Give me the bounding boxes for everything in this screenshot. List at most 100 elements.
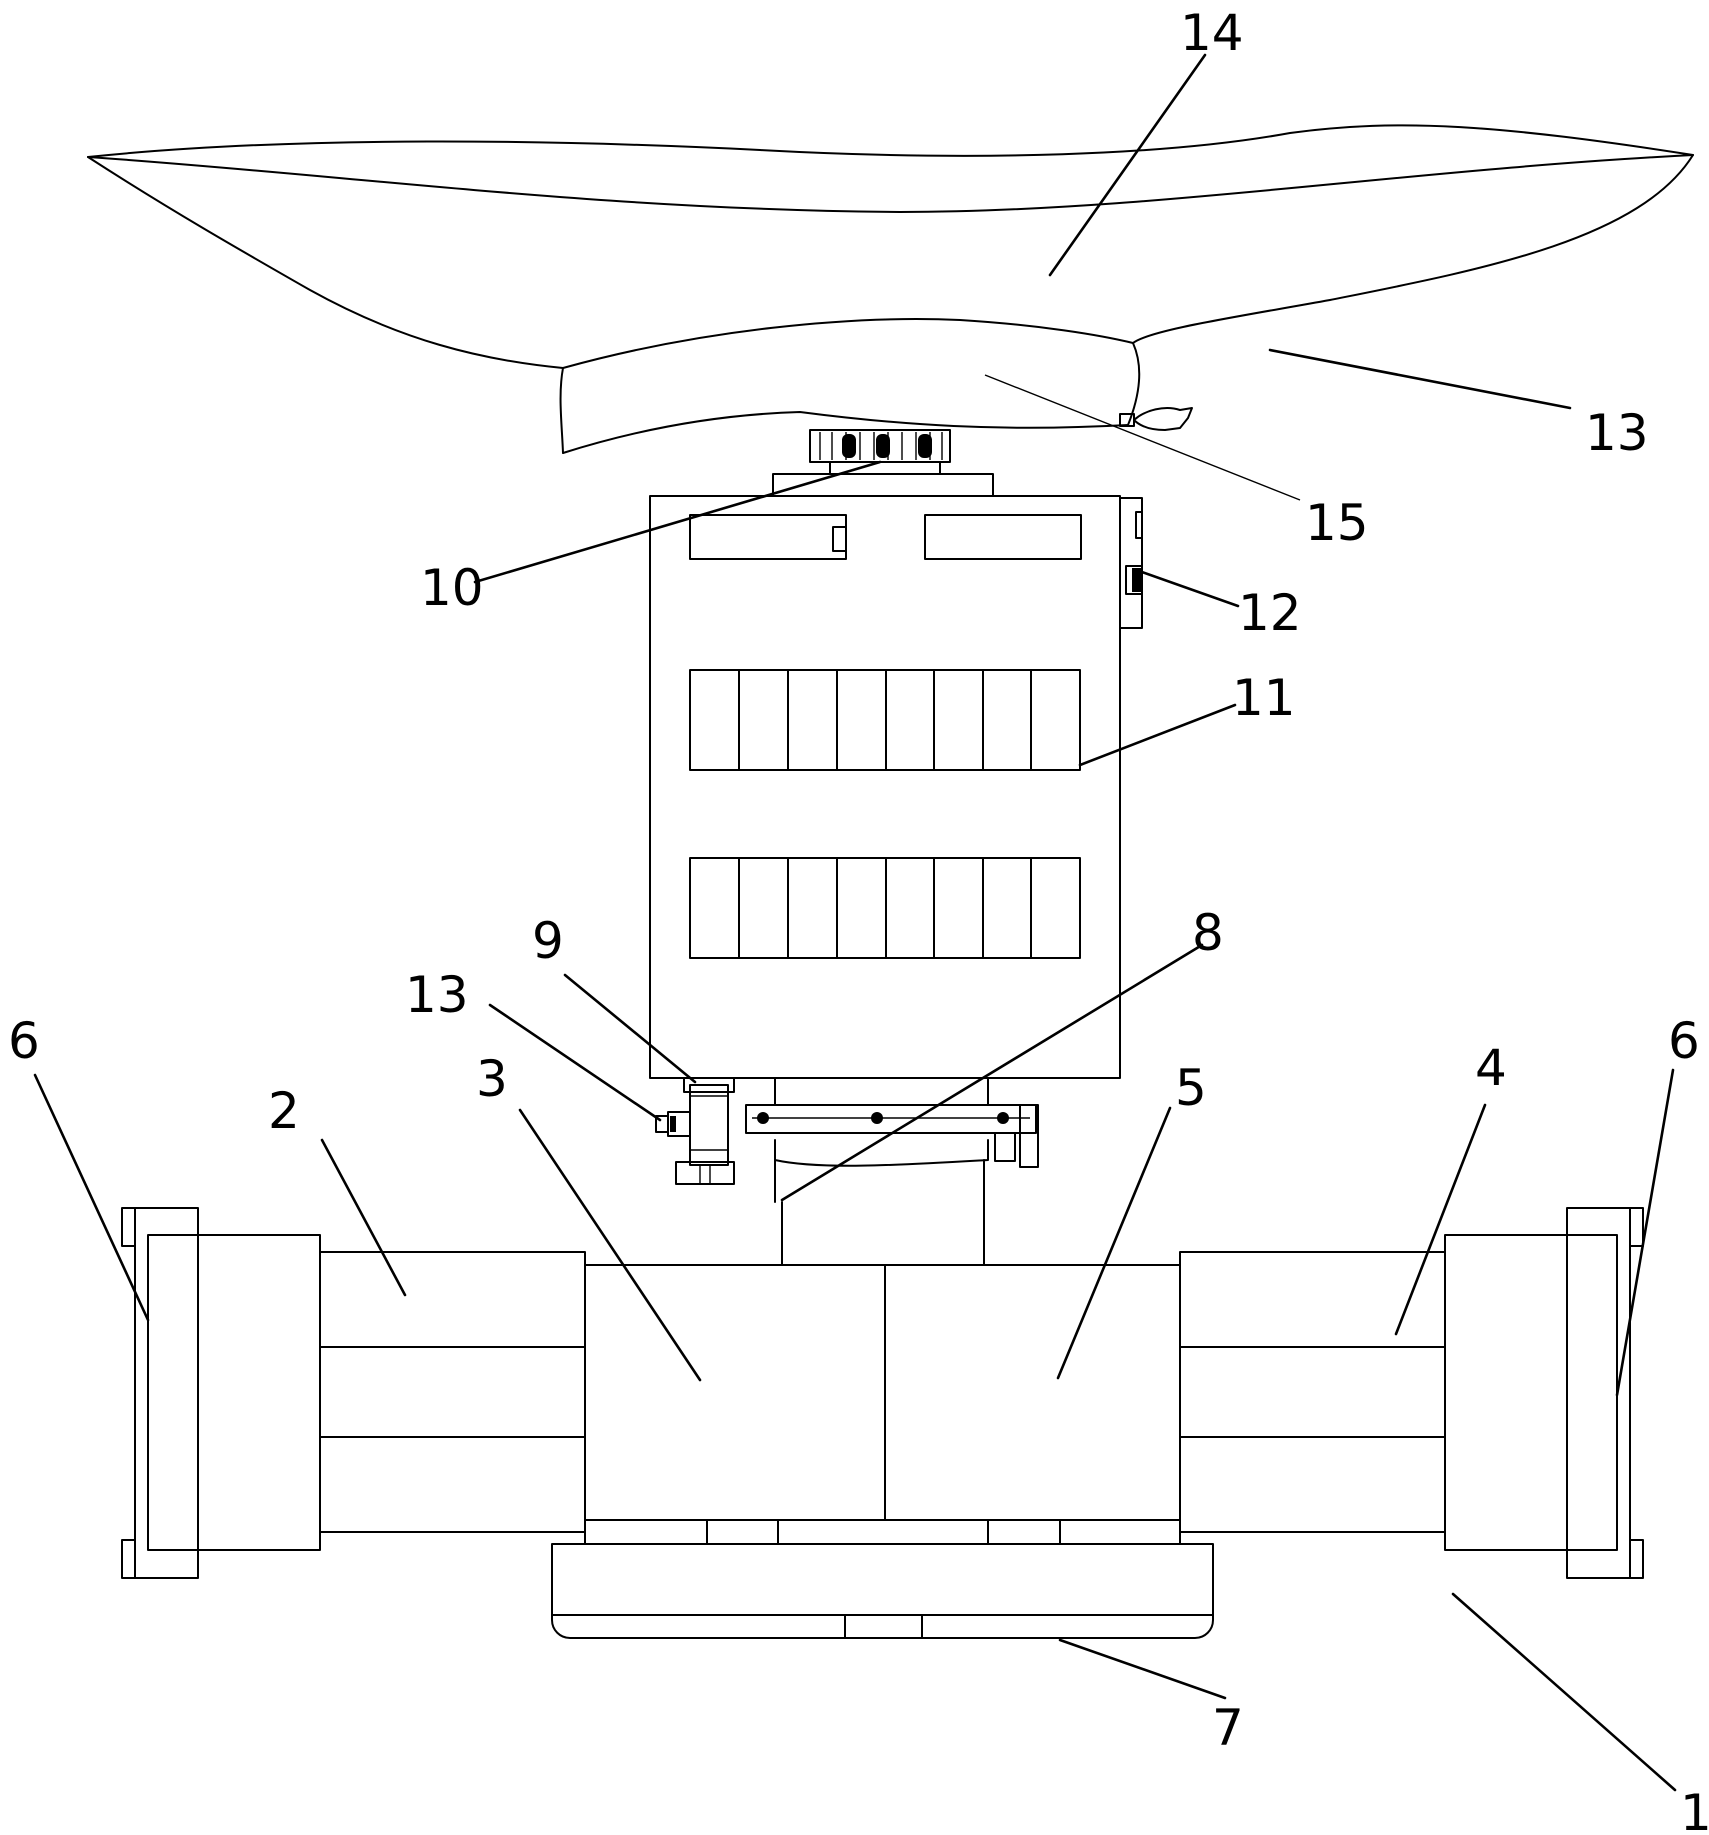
hub-top-edge bbox=[562, 318, 1134, 369]
center-base-strip bbox=[584, 1519, 1181, 1545]
side-indicator bbox=[1135, 511, 1143, 539]
valve-assembly bbox=[655, 1077, 735, 1185]
leader-15 bbox=[984, 374, 1301, 501]
valve-bottom-cap bbox=[675, 1161, 735, 1185]
leader-12 bbox=[1140, 570, 1240, 608]
rotating-connector bbox=[772, 429, 994, 497]
leader-2 bbox=[320, 1138, 407, 1297]
leader-13-bottom bbox=[488, 1003, 662, 1122]
control-box bbox=[649, 495, 1143, 1079]
hub-left-edge bbox=[559, 367, 564, 454]
left-wheel-cap-top bbox=[121, 1207, 136, 1247]
canopy-outline bbox=[87, 124, 1694, 344]
label-12: 12 bbox=[1238, 584, 1302, 642]
leader-10 bbox=[473, 460, 882, 584]
labels: 14 13 15 10 12 11 8 9 13 6 6 2 3 5 4 7 1 bbox=[8, 4, 1709, 1835]
clamp-collar bbox=[774, 1139, 989, 1203]
top-window-left-tab bbox=[832, 526, 847, 552]
leader-lines bbox=[33, 53, 1677, 1792]
hub-right-edge bbox=[1127, 342, 1141, 426]
leader-9 bbox=[563, 973, 697, 1084]
valve-top-cap bbox=[683, 1077, 735, 1093]
right-wheel-cap-top bbox=[1629, 1207, 1644, 1247]
vent-upper bbox=[689, 669, 1081, 771]
track-marks bbox=[844, 1614, 923, 1639]
leader-1 bbox=[1451, 1592, 1677, 1792]
clamp-end bbox=[1019, 1104, 1039, 1168]
label-5: 5 bbox=[1175, 1059, 1207, 1117]
label-3: 3 bbox=[476, 1050, 508, 1108]
left-wheel-ring bbox=[147, 1234, 199, 1551]
leader-14 bbox=[1048, 53, 1207, 277]
valve-side-dark bbox=[670, 1116, 676, 1132]
vent-lower bbox=[689, 857, 1081, 959]
track-plate bbox=[551, 1543, 1214, 1639]
coil-dark-1 bbox=[842, 434, 856, 458]
canopy-lower-edge bbox=[87, 156, 564, 369]
center-body bbox=[584, 1264, 1181, 1521]
coil-dark-2 bbox=[876, 434, 890, 458]
right-arm-lines bbox=[1179, 1346, 1446, 1438]
stem-upper bbox=[774, 1077, 989, 1106]
label-6-left: 6 bbox=[8, 1012, 40, 1070]
right-wheel-ring bbox=[1566, 1234, 1618, 1551]
stem-and-clamp bbox=[745, 1077, 1039, 1266]
valve-threads bbox=[690, 1095, 728, 1184]
left-arm bbox=[319, 1251, 586, 1533]
stem-lower bbox=[781, 1159, 985, 1266]
vent-upper-slats bbox=[738, 669, 1032, 771]
base-strip-marks bbox=[706, 1519, 1061, 1545]
clamp-bar bbox=[745, 1104, 1037, 1134]
clamp-bolt-1 bbox=[757, 1112, 769, 1124]
valve-side-knob bbox=[655, 1115, 669, 1133]
label-6-right: 6 bbox=[1668, 1012, 1700, 1070]
label-10: 10 bbox=[420, 559, 484, 617]
right-wheel-outer bbox=[1566, 1207, 1631, 1579]
left-wheel-hub bbox=[197, 1234, 321, 1551]
right-arm bbox=[1179, 1251, 1446, 1533]
top-window-left bbox=[689, 514, 847, 560]
leader-3 bbox=[518, 1108, 702, 1382]
canopy-hub bbox=[559, 318, 1141, 454]
clamp-bolt-2 bbox=[871, 1112, 883, 1124]
canopy-inner-fold bbox=[87, 154, 1694, 213]
clamp-bolt-3 bbox=[997, 1112, 1009, 1124]
leader-6-left bbox=[33, 1073, 150, 1322]
leader-7 bbox=[1058, 1638, 1227, 1700]
right-wheel-cap-bottom bbox=[1629, 1539, 1644, 1579]
leader-13-top bbox=[1268, 348, 1572, 410]
label-14: 14 bbox=[1180, 4, 1244, 62]
canopy bbox=[87, 124, 1694, 369]
leader-8 bbox=[780, 943, 1204, 1202]
left-arm-lines bbox=[319, 1346, 586, 1438]
valve-body bbox=[689, 1084, 729, 1166]
label-13-bottom: 13 bbox=[405, 966, 469, 1024]
box-body bbox=[649, 495, 1121, 1079]
left-wheel-outer bbox=[134, 1207, 199, 1579]
side-bracket bbox=[1119, 497, 1143, 629]
label-7: 7 bbox=[1212, 1699, 1244, 1757]
hook-loop bbox=[1133, 407, 1193, 431]
label-4: 4 bbox=[1475, 1039, 1507, 1097]
side-switch-knob bbox=[1132, 568, 1142, 592]
leader-5 bbox=[1056, 1106, 1172, 1380]
top-window-right bbox=[924, 514, 1082, 560]
label-8: 8 bbox=[1192, 904, 1224, 962]
leader-6-right bbox=[1615, 1068, 1675, 1397]
hub-bottom-edge bbox=[562, 411, 1129, 454]
leader-11 bbox=[1078, 703, 1237, 767]
label-9: 9 bbox=[532, 912, 564, 970]
left-wheel-cap-bottom bbox=[121, 1539, 136, 1579]
label-13-top: 13 bbox=[1585, 404, 1649, 462]
label-15: 15 bbox=[1305, 494, 1369, 552]
label-2: 2 bbox=[268, 1082, 300, 1140]
label-1: 1 bbox=[1680, 1784, 1709, 1835]
base bbox=[121, 1207, 1644, 1639]
hook-clip bbox=[1119, 407, 1193, 431]
right-wheel-hub bbox=[1444, 1234, 1568, 1551]
leader-4 bbox=[1394, 1103, 1487, 1336]
vent-lower-slats bbox=[738, 857, 1032, 959]
clamp-end-lower bbox=[994, 1132, 1016, 1162]
coil-dark-3 bbox=[918, 434, 932, 458]
